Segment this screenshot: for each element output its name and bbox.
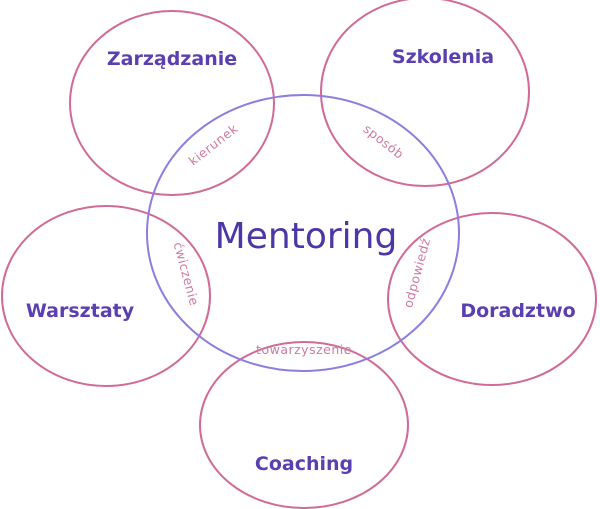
circle-zarzadzanie — [69, 10, 275, 196]
circle-mentoring — [146, 94, 460, 372]
overlap-odpowiedz: odpowiedź — [400, 236, 433, 309]
label-doradztwo: Doradztwo — [460, 300, 575, 322]
overlap-sposob: sposób — [361, 121, 407, 162]
circle-szkolenia — [320, 0, 530, 187]
label-szkolenia: Szkolenia — [392, 46, 494, 68]
overlap-kierunek: kierunek — [186, 120, 241, 168]
label-coaching: Coaching — [255, 453, 353, 475]
overlap-cwiczenie: ćwiczenie — [171, 240, 202, 307]
label-zarzadzanie: Zarządzanie — [107, 48, 237, 70]
label-warsztaty: Warsztaty — [26, 300, 135, 322]
overlap-towarzyszenie: towarzyszenie — [256, 342, 352, 357]
label-mentoring: Mentoring — [215, 216, 398, 257]
circle-coaching — [199, 341, 409, 509]
circle-doradztwo — [387, 212, 597, 386]
circle-warsztaty — [1, 205, 211, 387]
